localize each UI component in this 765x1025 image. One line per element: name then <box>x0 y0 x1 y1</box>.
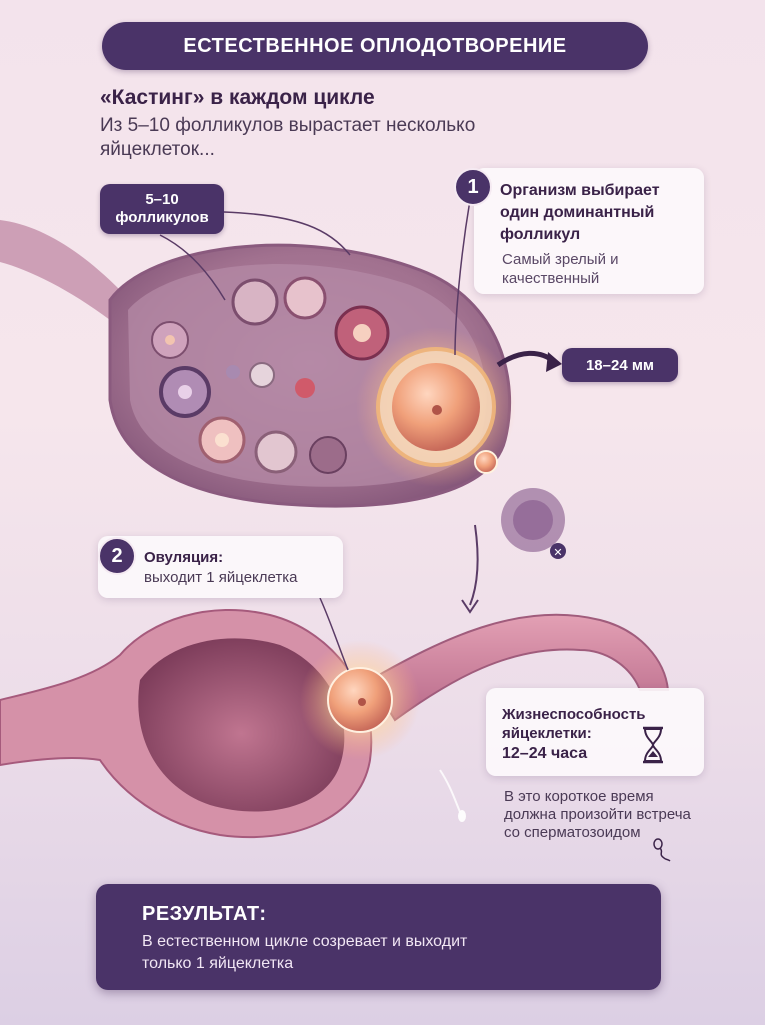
ligament <box>0 220 120 320</box>
result-panel <box>96 884 661 990</box>
step1-number: 1 <box>454 168 492 206</box>
hourglass-icon <box>643 726 663 764</box>
follicle-count-tag: 5–10 фолликулов <box>100 184 224 234</box>
step1-subtext: Самый зрелый и качественный <box>502 251 619 287</box>
step2-number: 2 <box>98 537 136 575</box>
viability-heading: Жизнеспособность яйцеклетки: <box>502 706 646 742</box>
viability-card <box>486 688 704 776</box>
result-text: В естественном цикле созревает и выходит… <box>142 933 468 972</box>
svg-text:✕: ✕ <box>553 546 562 559</box>
follicles <box>151 276 390 474</box>
meeting-note: В это короткое время должна произойти вс… <box>504 788 691 841</box>
result-heading: РЕЗУЛЬТАТ: <box>142 903 267 925</box>
title-banner: ЕСТЕСТВЕННОЕ ОПЛОДОТВОРЕНИЕ <box>102 22 648 70</box>
follicle-size-tag: 18–24 мм <box>562 348 678 382</box>
step1-card <box>474 168 704 294</box>
step2-subtext: выходит 1 яйцеклетка <box>144 569 298 586</box>
sperm-icon <box>653 838 671 862</box>
step2-card <box>98 536 343 598</box>
size-arrow <box>496 350 557 368</box>
viability-value: 12–24 часа <box>502 745 588 762</box>
follicle-label: фолликулов <box>115 209 209 226</box>
intro-heading: «Кастинг» в каждом цикле <box>100 86 375 109</box>
step2-heading: Овуляция: <box>144 549 224 566</box>
follicle-count: 5–10 <box>145 191 179 208</box>
step1-heading: Организм выбирает один доминантный фолли… <box>500 182 660 243</box>
intro-text: Из 5–10 фолликулов вырастает несколько я… <box>100 115 476 160</box>
